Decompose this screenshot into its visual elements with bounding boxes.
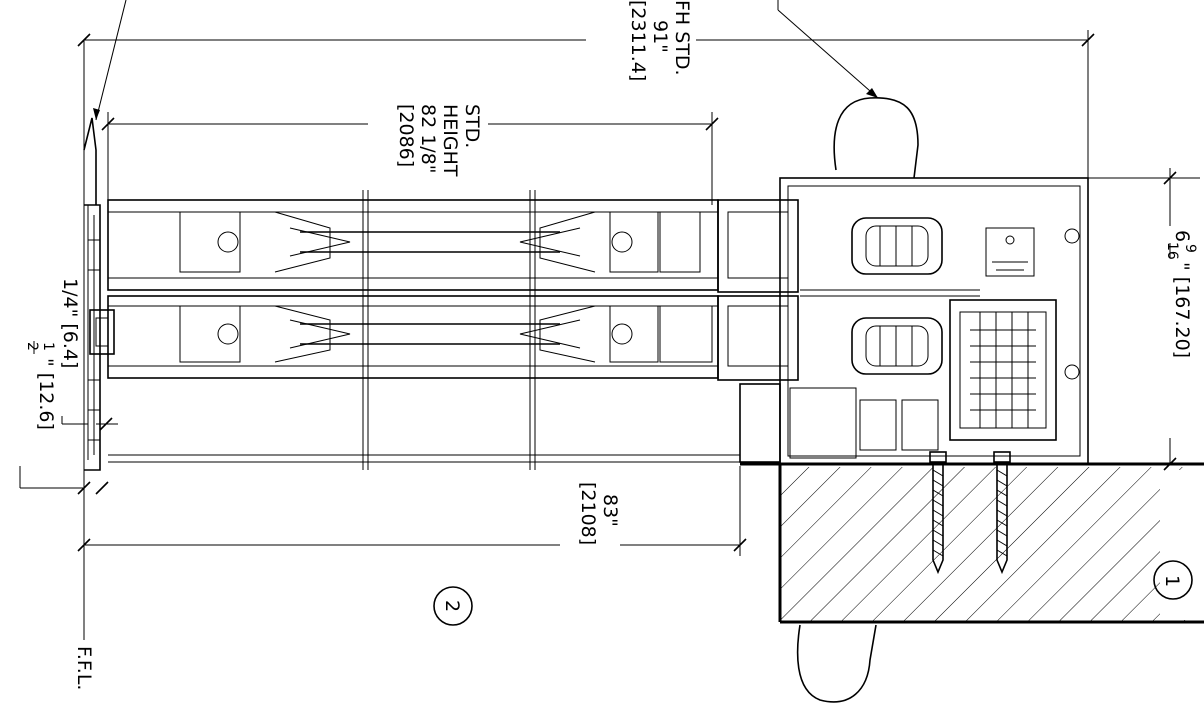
ffl-label-text: F.F.L. (73, 646, 95, 690)
anchor-bolt-right (993, 451, 1011, 575)
dim-gap-half: 1 2 " [12.6] (19, 341, 109, 495)
leader-lines (93, 0, 879, 121)
dim-header-depth-num: 9 (1182, 244, 1198, 253)
dim-std-height-line3: 82 1/8" (417, 104, 439, 174)
dim-header-depth-den: 16 (1164, 242, 1180, 260)
dim-gap-half-num: 1 (40, 342, 56, 351)
dim-fh-std-line2: 91" (649, 20, 671, 53)
wall-break-bottom (796, 624, 877, 703)
ffl-label: F.F.L. (73, 646, 95, 690)
callout-2: 2 (433, 586, 473, 626)
carrier-blocks (717, 199, 799, 381)
dim-header-depth: 6 9 16 " [167.20] (1088, 168, 1200, 471)
callout-2-text: 2 (441, 600, 463, 612)
concrete-substrate (740, 462, 1204, 624)
dim-gap-quarter-text: 1/4" [6.4] (59, 278, 81, 368)
door-panel-lower (107, 295, 719, 379)
dim-gap-half-den: 2 (24, 342, 40, 351)
dim-bottom-line2: [2108] (577, 482, 599, 545)
dim-bottom-line1: 83" (599, 494, 621, 527)
wall-break-top (833, 97, 919, 179)
callout-1-text: 1 (1161, 575, 1183, 587)
dim-bottom-overall: 83" [2108] (77, 466, 747, 608)
dim-std-height-line4: [2086] (395, 104, 417, 167)
dim-std-height: STD. HEIGHT 82 1/8" [2086] (101, 90, 719, 205)
dim-gap-quarter: 1/4" [6.4] (59, 278, 118, 431)
dim-std-height-line2: HEIGHT (439, 104, 461, 177)
callout-1: 1 (1153, 560, 1193, 600)
dim-gap-half-rest: " [12.6] (35, 358, 57, 430)
dim-fh-std: FH STD. 91" [2311.4] (77, 0, 1095, 178)
floor-track (83, 117, 115, 471)
dim-header-depth-whole: 6 (1171, 230, 1193, 242)
dim-fh-std-line1: FH STD. (671, 0, 693, 76)
door-panel-upper (107, 199, 719, 291)
panel-reference-lines (108, 190, 740, 470)
anchor-bolt-left (929, 451, 947, 575)
header-assembly (739, 177, 1089, 465)
dim-header-depth-rest: " [167.20] (1171, 262, 1193, 358)
dim-fh-std-line3: [2311.4] (627, 0, 649, 81)
dim-std-height-line1: STD. (461, 104, 483, 148)
